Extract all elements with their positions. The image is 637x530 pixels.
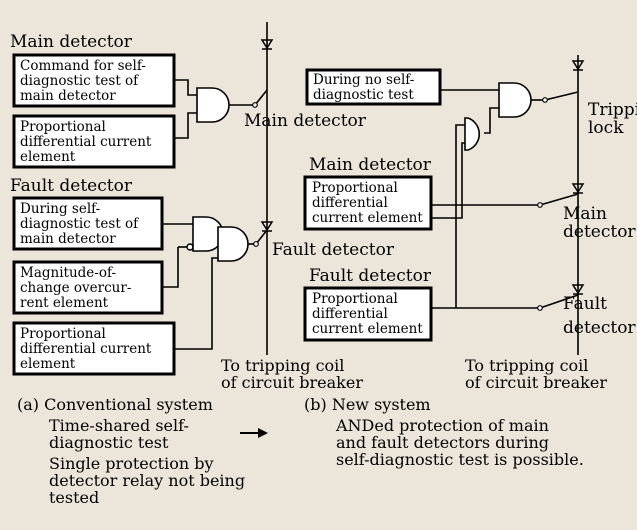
b-main-detector-heading: Main detector <box>309 155 432 175</box>
svg-text:Command for self-diagnostic te: Command for self-diagnostic test ofmain … <box>20 58 146 104</box>
svg-text:Magnitude-of-change overcur-re: Magnitude-of-change overcur-rent element <box>20 265 131 311</box>
a-contact-fault-label: Fault detector <box>272 240 395 260</box>
a-and-gate-fault-2 <box>217 226 249 262</box>
svg-text:During no self-diagnostic test: During no self-diagnostic test <box>313 72 414 103</box>
a-and-gate-main <box>196 87 230 123</box>
b-and-gate-1 <box>498 82 532 118</box>
a-box-magnitude: Magnitude-of-change overcur-rent element <box>12 260 164 315</box>
a-main-detector-heading: Main detector <box>10 32 133 52</box>
caption-b-title: (b) New system <box>304 395 431 414</box>
b-tripping-lock-label: Trippinglock <box>588 100 637 138</box>
b-box-no-test: During no self-diagnostic test <box>305 68 442 106</box>
arrow-icon <box>240 428 268 438</box>
a-fault-detector-heading: Fault detector <box>10 176 133 196</box>
caption-a-title: (a) Conventional system <box>17 395 213 414</box>
b-and-gate-2 <box>464 117 480 151</box>
b-fault-detector-heading: Fault detector <box>309 266 432 286</box>
a-contact-main-label: Main detector <box>244 111 367 131</box>
